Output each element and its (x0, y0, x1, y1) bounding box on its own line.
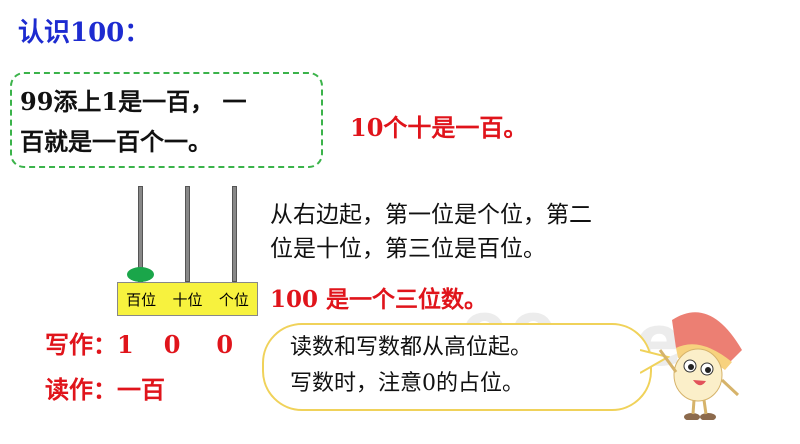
abacus-rod-ones (232, 186, 237, 282)
description: 从右边起，第一位是个位，第二 位是十位，第三位是百位。 (270, 198, 750, 266)
abacus-bead (127, 267, 154, 282)
written-digit: 0 (216, 330, 234, 359)
place-tens: 十位 (172, 290, 203, 309)
bubble-line-1: 读数和写数都从高位起。 (290, 335, 533, 360)
read-form: 读作：一百 (45, 370, 165, 405)
place-ones: 个位 (218, 290, 249, 309)
note-line-2: 百就是一百个一。 (20, 127, 212, 156)
place-value-labels: 百位 十位 个位 (117, 282, 258, 316)
written-label: 写作： (45, 330, 117, 359)
speech-bubble-tail (640, 349, 670, 374)
written-digit: 0 (163, 330, 181, 359)
abacus-rod-tens (185, 186, 190, 282)
speech-bubble (262, 323, 652, 411)
written-digit: 1 (117, 330, 134, 359)
note-line-1: 99添上1是一百， 一 (20, 87, 247, 116)
place-hundreds: 百位 (126, 290, 157, 309)
read-value: 一百 (117, 375, 165, 404)
description-line-2: 位是十位，第三位是百位。 (270, 236, 546, 262)
bubble-line-2: 写数时，注意0的占位。 (290, 371, 524, 396)
bubble-text: 读数和写数都从高位起。 写数时，注意0的占位。 (290, 330, 532, 402)
page-title: 认识100： (18, 18, 151, 48)
mushroom-mascot-icon (658, 312, 742, 420)
three-digit-text: 100 是一个三位数。 (270, 286, 488, 313)
note-box (10, 72, 323, 168)
read-label: 读作： (45, 375, 117, 404)
note-text: 99添上1是一百， 一 百就是一百个一。 (20, 82, 320, 162)
ten-tens-text: 10个十是一百。 (350, 113, 528, 142)
description-line-1: 从右边起，第一位是个位，第二 (270, 202, 592, 228)
